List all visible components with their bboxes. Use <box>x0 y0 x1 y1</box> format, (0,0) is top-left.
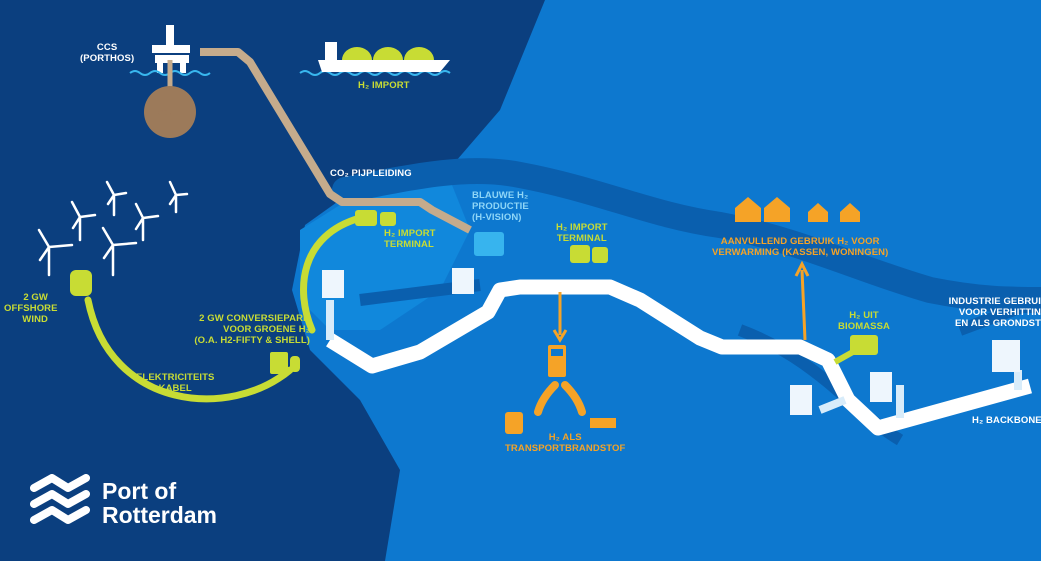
factory-icon <box>322 268 1020 415</box>
river <box>332 157 1041 313</box>
fuel-split <box>534 381 586 416</box>
lng-ship-icon <box>318 42 450 72</box>
fuel-pump-icon <box>548 345 566 377</box>
house-icon <box>808 203 860 222</box>
label-ccs: CCS(PORTHOS) <box>80 42 135 64</box>
logo-line-2: Rotterdam <box>102 502 218 528</box>
label-h2-import: H₂ IMPORT <box>358 80 410 91</box>
co2-pipeline <box>200 48 472 234</box>
greenhouse-icon <box>735 197 790 222</box>
label-backbone: H₂ BACKBONE <box>972 415 1041 426</box>
logo-mark-icon <box>30 474 90 524</box>
truck-icon <box>505 412 523 434</box>
h2-branch-pipes <box>326 300 1022 418</box>
land-area <box>292 0 1041 561</box>
h2-backbone-pipeline <box>326 279 1032 436</box>
fuel-arrow <box>552 292 568 343</box>
logo-line-1: Port of <box>102 478 177 504</box>
ship-icon <box>590 418 616 428</box>
label-co2-pipeline: CO₂ PIJPLEIDING <box>330 168 412 179</box>
wind-turbine-icon <box>37 180 189 277</box>
heating-arrow <box>794 260 810 341</box>
co2-storage-icon <box>144 86 196 138</box>
plug-icon <box>70 270 92 296</box>
storage-tank-icon <box>270 210 878 374</box>
blue-h2-plant-icon <box>474 232 504 256</box>
offshore-platform-icon <box>152 25 190 73</box>
electricity-cable <box>84 296 294 403</box>
green-h2-link <box>300 214 364 334</box>
label-co2-bubble: CO₂ <box>158 110 172 117</box>
